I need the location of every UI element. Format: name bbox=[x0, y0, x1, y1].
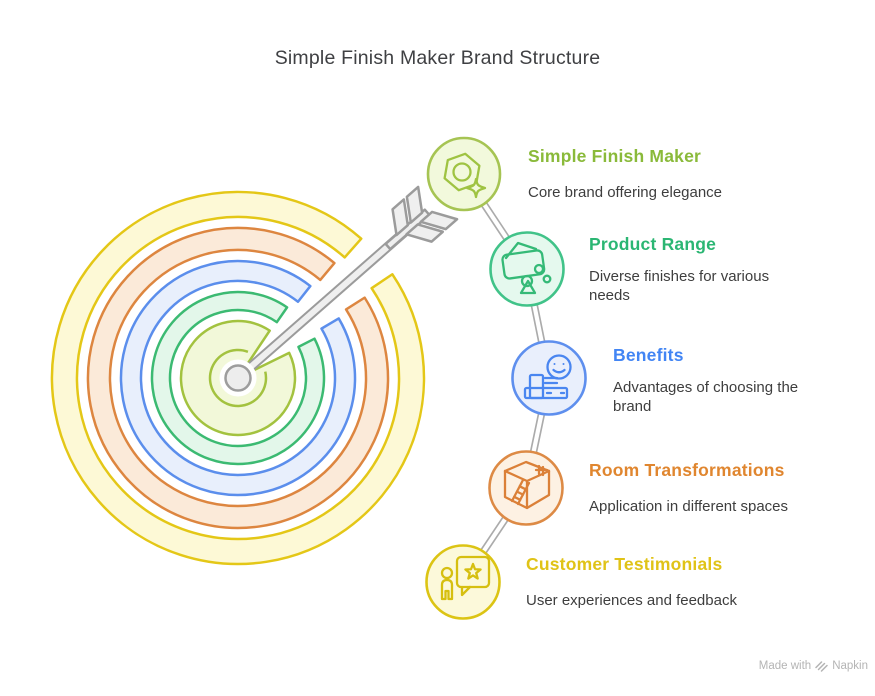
person-review-icon bbox=[440, 555, 491, 601]
item-desc-room-transformations: Application in different spaces bbox=[589, 498, 789, 515]
node-circle-1 bbox=[426, 136, 502, 212]
item-desc-simple-finish-maker: Core brand offering elegance bbox=[528, 184, 723, 201]
ring-yellow bbox=[50, 190, 426, 566]
pin-dot bbox=[224, 364, 252, 392]
ring-teal bbox=[150, 290, 326, 466]
arrow-fletching-icon bbox=[384, 185, 459, 251]
watermark-brand: Napkin bbox=[832, 659, 868, 672]
item-title-simple-finish-maker: Simple Finish Maker bbox=[528, 146, 702, 166]
arrow-shaft bbox=[234, 221, 416, 382]
item-desc-benefits: Advantages of choosing the brand bbox=[613, 379, 799, 415]
made-with-napkin-link[interactable]: Made with Napkin bbox=[759, 659, 868, 672]
room-ladder-icon bbox=[503, 460, 551, 510]
watermark-prefix: Made with bbox=[758, 659, 812, 672]
basket-shapes-icon bbox=[501, 241, 552, 295]
ring-blue bbox=[119, 259, 357, 497]
item-desc-product-range: Diverse finishes for various needs bbox=[589, 268, 770, 304]
hexagon-sparkle-icon bbox=[443, 152, 487, 199]
target-center-pin bbox=[219, 359, 257, 397]
item-title-product-range: Product Range bbox=[589, 234, 717, 254]
page-title: Simple Finish Maker Brand Structure bbox=[274, 47, 601, 69]
smiley-checklist-icon bbox=[523, 354, 572, 400]
item-title-customer-testimonials: Customer Testimonials bbox=[526, 554, 723, 574]
bullseye-inner-ring bbox=[208, 348, 268, 408]
ring-orange bbox=[86, 226, 390, 530]
item-desc-customer-testimonials: User experiences and feedback bbox=[526, 592, 737, 609]
arrow-shaft-fill bbox=[236, 223, 414, 381]
node-circle-5 bbox=[425, 544, 501, 620]
item-title-room-transformations: Room Transformations bbox=[589, 460, 785, 480]
node-circle-2 bbox=[489, 231, 565, 307]
item-title-benefits: Benefits bbox=[613, 345, 684, 365]
napkin-logo-icon bbox=[815, 661, 828, 672]
